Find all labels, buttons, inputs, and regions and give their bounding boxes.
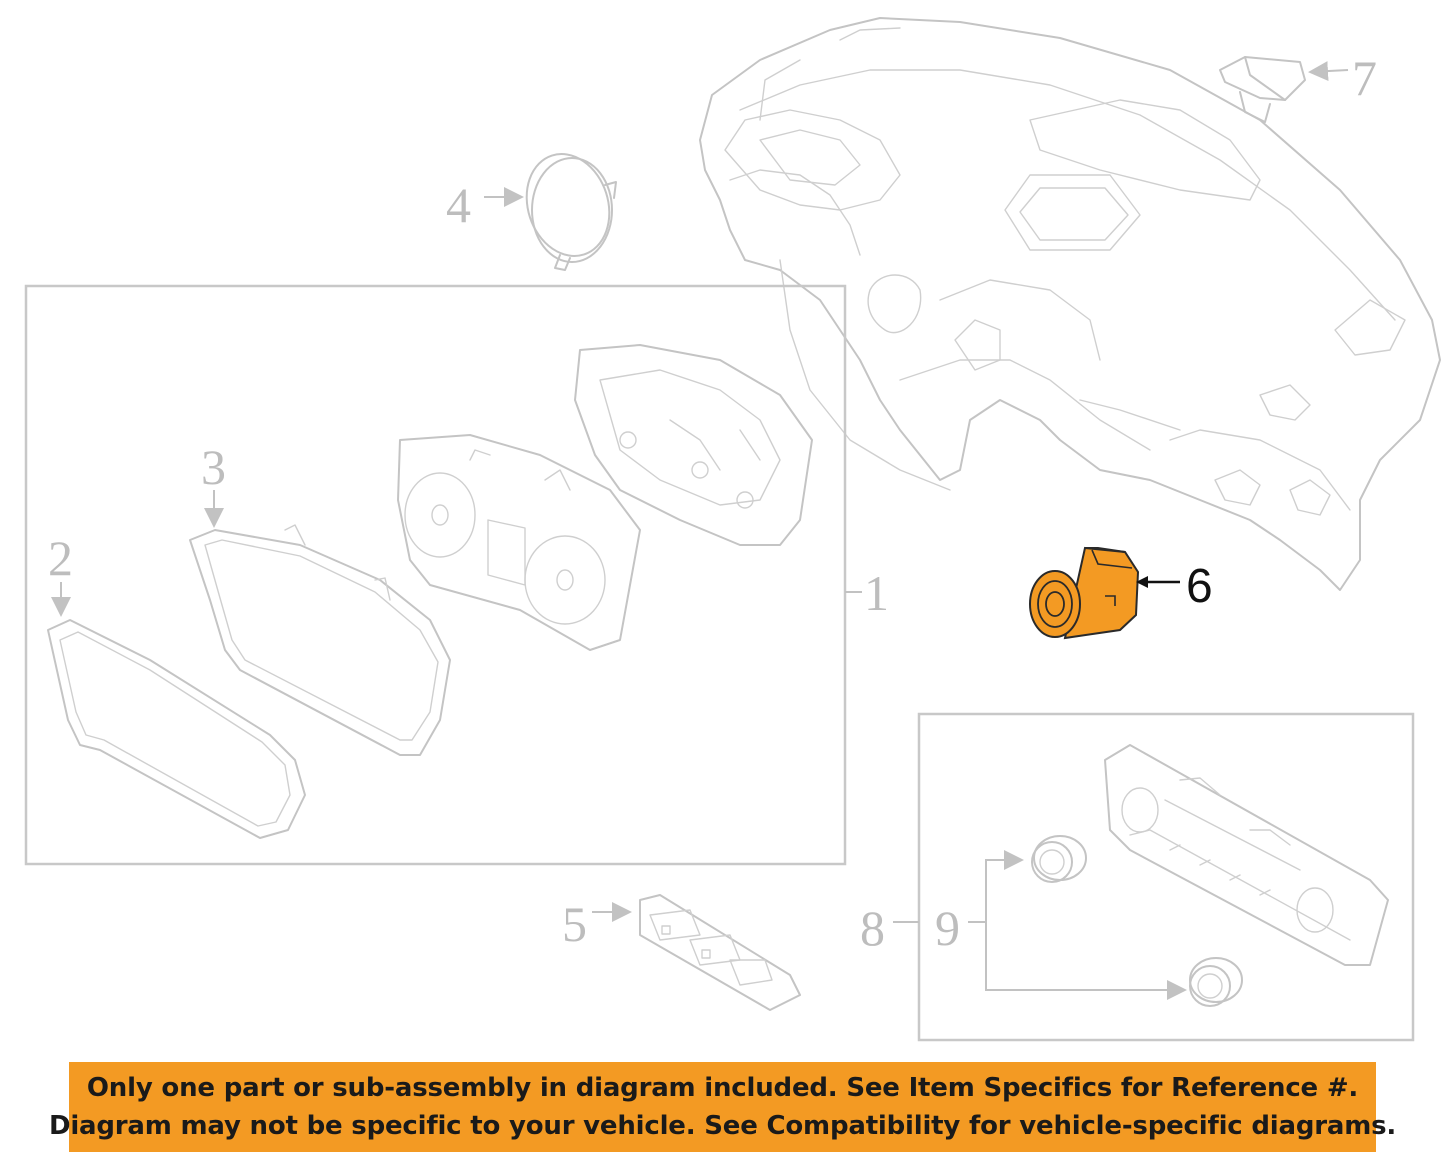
cluster-housing xyxy=(574,344,813,546)
cluster-gauges xyxy=(397,434,641,651)
callout-9: 9 xyxy=(935,900,960,956)
callout-1: 1 xyxy=(864,565,889,621)
part-3-hood xyxy=(189,524,451,756)
part-5-switch-panel xyxy=(639,894,801,1011)
part-8-climate-panel xyxy=(1104,744,1389,966)
callout-5: 5 xyxy=(562,896,587,952)
part-2-lens xyxy=(47,619,306,839)
callout-2: 2 xyxy=(48,530,73,586)
callout-7: 7 xyxy=(1352,50,1377,106)
cluster-group-box xyxy=(24,284,847,866)
part-4-speaker xyxy=(525,153,617,271)
disclaimer-line-1: Only one part or sub-assembly in diagram… xyxy=(86,1073,1359,1103)
callout-3: 3 xyxy=(201,439,226,495)
part-6-switch-highlighted xyxy=(1029,546,1140,640)
dashboard-panel xyxy=(699,17,1441,591)
climate-group-box xyxy=(917,712,1415,1042)
disclaimer-banner: Only one part or sub-assembly in diagram… xyxy=(49,1062,1396,1152)
disclaimer-line-2: Diagram may not be specific to your vehi… xyxy=(48,1111,1397,1141)
callout-4: 4 xyxy=(446,177,471,233)
part-7-clip xyxy=(1219,56,1306,123)
callout-6: 6 xyxy=(1186,560,1213,613)
callout-8: 8 xyxy=(860,900,885,956)
part-9-knob-lower xyxy=(1189,957,1243,1007)
part-9-knob-upper xyxy=(1031,835,1087,883)
